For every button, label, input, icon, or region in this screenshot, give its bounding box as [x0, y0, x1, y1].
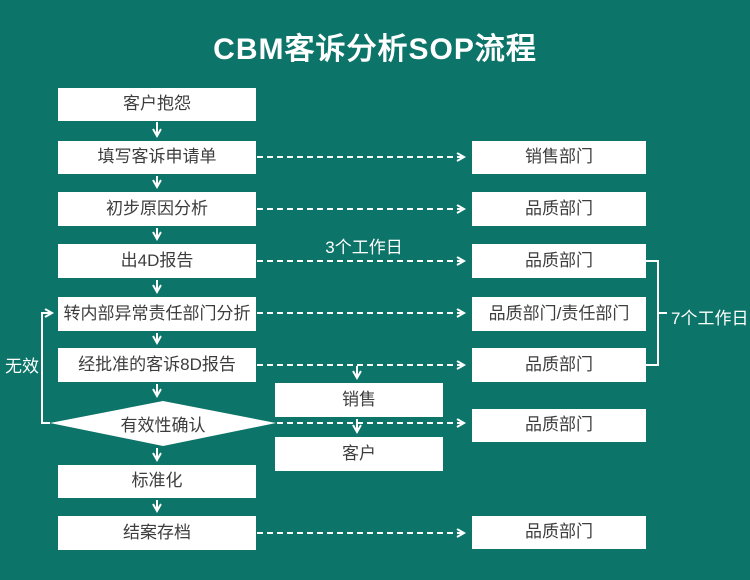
node-customer: 客户: [275, 437, 443, 471]
dept-quality-2: 品质部门: [472, 244, 646, 278]
node-standardization: 标准化: [58, 465, 256, 498]
node-close-and-archive: 结案存档: [58, 516, 256, 550]
page-title: CBM客诉分析SOP流程: [213, 33, 537, 66]
dept-quality-responsible: 品质部门/责任部门: [472, 297, 646, 331]
node-internal-dept-analysis: 转内部异常责任部门分折: [58, 297, 256, 331]
node-preliminary-cause-analysis: 初步原因分析: [58, 192, 256, 226]
decision-diamond-shape: [50, 401, 276, 446]
dept-quality-5: 品质部门: [472, 516, 646, 549]
dept-sales: 销售部门: [472, 141, 646, 174]
dept-quality-4: 品质部门: [472, 409, 646, 442]
node-approved-8d-report: 经批准的客诉8D报告: [58, 348, 256, 382]
node-fill-complaint-form: 填写客诉申请单: [58, 141, 256, 174]
decision-effectiveness-confirmation: 有效性确认: [120, 415, 206, 435]
label-7-working-days: 7个工作日: [671, 309, 749, 328]
bracket-7-working-days: [646, 260, 659, 366]
node-sales: 销售: [275, 383, 443, 417]
dept-quality-3: 品质部门: [472, 348, 646, 382]
dept-quality-1: 品质部门: [472, 192, 646, 226]
label-invalid: 无效: [5, 357, 39, 376]
node-4d-report: 出4D报告: [58, 244, 256, 278]
node-customer-complaint: 客户抱怨: [58, 88, 256, 121]
label-3-working-days: 3个工作日: [325, 238, 403, 257]
loop-invalid-feedback: [41, 313, 51, 424]
